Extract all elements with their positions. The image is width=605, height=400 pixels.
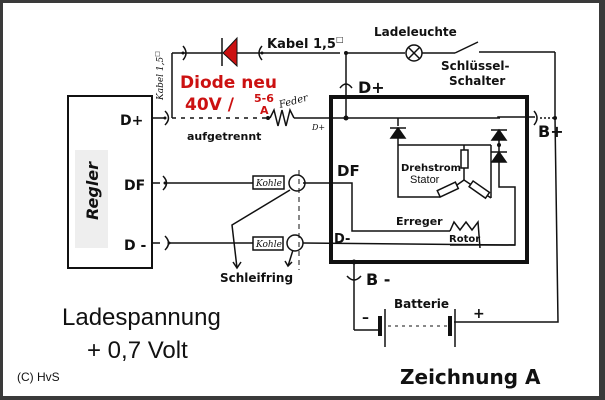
copyright: (C) HvS: [17, 370, 60, 384]
plug-b-minus: [346, 275, 362, 281]
regulator-box: [67, 95, 153, 269]
regulator-terminal-d-plus: D+: [120, 113, 143, 129]
rotor-coil-icon: [449, 219, 481, 249]
alt-terminal-b-plus: B+: [538, 122, 564, 141]
regulator-label-bg: [75, 150, 108, 248]
stator-wiring: [397, 145, 440, 198]
alt-terminal-d-minus: D-: [334, 232, 350, 247]
diode-b-plus-icon: [490, 128, 508, 141]
diode-b-minus-icon: [490, 150, 508, 163]
alt-d-plus-small: D+: [311, 123, 325, 132]
spring-icon: [269, 107, 295, 127]
cable-vertical-label: Kabel 1,5□: [154, 51, 166, 101]
diode-voltage: 40V /: [185, 95, 235, 115]
plug-top-left: [182, 45, 187, 61]
stator-label-2: Stator: [410, 174, 440, 186]
wire-b-plus-internal: [497, 116, 535, 118]
rotor-label-2: Rotor: [449, 234, 480, 245]
stator-label-1: Drehstrom: [401, 163, 461, 174]
wire-df-internal: [303, 182, 450, 232]
drawing-title: Zeichnung A: [400, 365, 541, 389]
brush-1-label: Kohle: [255, 179, 282, 189]
rotor-label-1: Erreger: [396, 215, 443, 228]
stator-winding-1: [460, 149, 469, 169]
caption-line-1: Ladespannung: [62, 304, 221, 331]
spring-label: Feder: [277, 92, 310, 111]
cable-top-label: Kabel 1,5□: [267, 35, 344, 52]
diode-d-plus-icon: [389, 126, 407, 139]
key-switch-icon: [454, 41, 479, 54]
brush-2-label: Kohle: [255, 240, 282, 250]
battery-label: Batterie: [394, 297, 449, 311]
stator-winding-2: [436, 181, 460, 198]
alternator-box: [329, 95, 529, 264]
switch-label-1: Schlüssel-: [441, 59, 509, 73]
switch-label-2: Schalter: [449, 74, 505, 88]
plug-reg-d-plus: [164, 110, 170, 126]
lamp-label: Ladeleuchte: [374, 25, 457, 39]
slip-ring-label: Schleifring: [220, 271, 293, 285]
regulator-terminal-d-minus: D -: [124, 238, 146, 254]
diode-current-top: 5-6: [254, 92, 274, 105]
slip-ring-2: [286, 234, 304, 252]
battery-minus-sign: –: [362, 310, 369, 326]
diode-current-bottom: A: [260, 104, 269, 117]
brush-2: [252, 236, 284, 251]
slip-ring-pointer: [231, 189, 291, 269]
caption-line-2: + 0,7 Volt: [87, 337, 188, 364]
battery-plus-sign: +: [473, 306, 485, 322]
alt-terminal-df: DF: [337, 162, 360, 180]
plug-d-plus: [339, 83, 353, 89]
brush-1: [252, 175, 285, 190]
plug-b-plus: [533, 110, 538, 126]
alt-terminal-b-minus: B -: [366, 270, 390, 289]
slip-ring-1: [288, 174, 306, 192]
stator-winding-3: [468, 179, 491, 200]
alt-terminal-d-plus: D+: [358, 78, 385, 97]
diode-label: Diode neu: [180, 73, 277, 93]
plug-top-right: [258, 45, 263, 61]
regulator-label: Regler: [83, 161, 102, 220]
regulator-terminal-df: DF: [124, 178, 145, 194]
wire-b-plus-down: [454, 117, 559, 323]
new-diode-icon: [221, 36, 238, 68]
separated-label: aufgetrennt: [187, 130, 261, 143]
